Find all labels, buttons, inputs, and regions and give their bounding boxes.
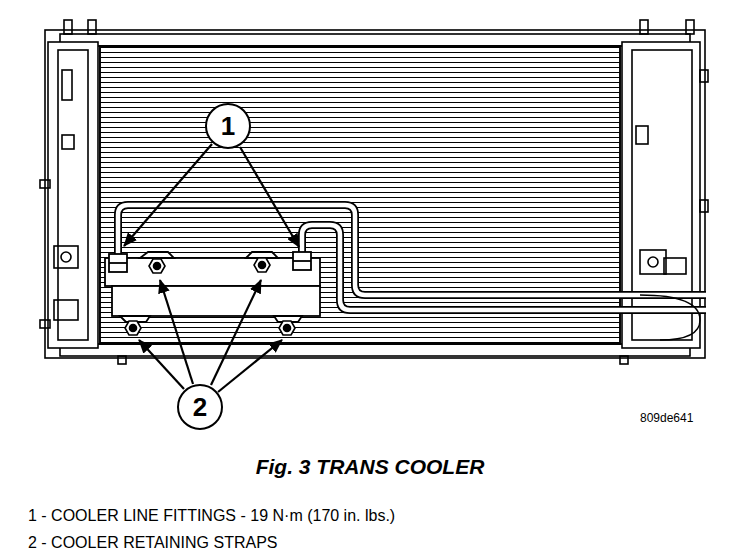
figure-code: 809de641 — [640, 412, 693, 426]
figure-caption: Fig. 3 TRANS COOLER — [256, 455, 485, 479]
callout-number: 2 — [193, 394, 207, 420]
callout-circle: 2 — [177, 384, 223, 430]
legend-entry: 2 - COOLER RETAINING STRAPS — [28, 534, 278, 552]
callout-circle: 1 — [205, 103, 251, 149]
legend-entry: 1 - COOLER LINE FITTINGS - 19 N·m (170 i… — [28, 507, 395, 525]
callout-number: 1 — [221, 113, 235, 139]
